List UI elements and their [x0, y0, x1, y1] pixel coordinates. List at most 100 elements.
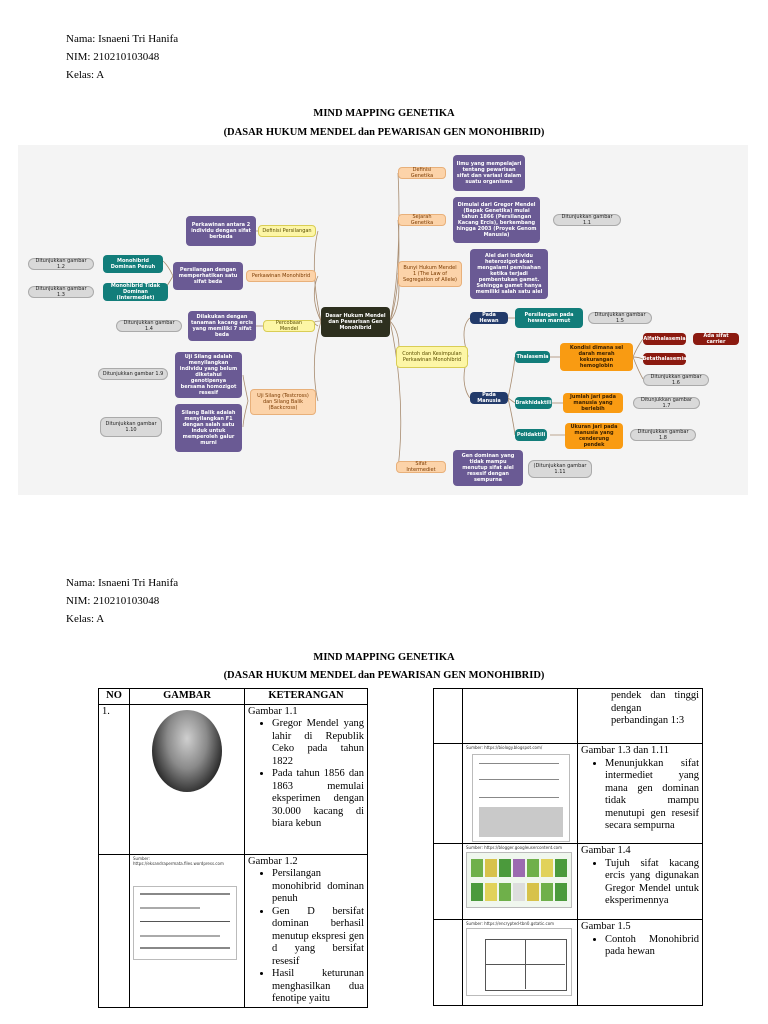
student-name: Nama: Isnaeni Tri Hanifa: [66, 577, 179, 589]
ref-gambar-1-6: Ditunjukkan gambar 1.6: [643, 374, 709, 386]
node-thalasemia: Thalasemia: [515, 351, 550, 363]
image-cell: Sumber: https://eksandrapermata.files.wo…: [129, 853, 245, 1008]
mind-map: Dasar Hukum Mendel dan Pewarisan Gen Mon…: [18, 145, 748, 495]
col-no: NO: [98, 688, 130, 705]
cross-diagram-image: [133, 885, 237, 960]
image-cell: [129, 703, 245, 855]
bullet: Persilangan monohibrid dominan penuh: [272, 868, 364, 906]
node-contoh-kesimpulan: Contoh dan Kesimpulan Perkawinan Monohib…: [396, 346, 468, 368]
ref-gambar-1-10: Ditunjukkan gambar 1.10: [100, 417, 162, 437]
node-brakhi-desc: Jumlah jari pada manusia yang berlebih: [563, 393, 623, 413]
node-pada-manusia: Pada Manusia: [470, 392, 508, 404]
node-definisi-persilangan: Definisi Persilangan: [258, 225, 316, 237]
page-subtitle-2: (DASAR HUKUM MENDEL dan PEWARISAN GEN MO…: [223, 670, 545, 681]
portrait-image: [152, 709, 222, 792]
student-class: Kelas: A: [66, 613, 105, 625]
node-polidaktili: Polidaktili: [515, 429, 547, 441]
page-title-1: MIND MAPPING GENETIKA: [313, 108, 455, 119]
page-subtitle-1: (DASAR HUKUM MENDEL dan PEWARISAN GEN MO…: [223, 127, 545, 138]
punnett-square-image: [466, 928, 572, 996]
table-row: Sumber: https://eksandrapermata.files.wo…: [98, 853, 368, 1008]
bullet: Pada tahun 1856 dan 1863 memulai eksperi…: [272, 768, 364, 831]
ref-gambar-1-9: Ditunjukkan gambar 1.9: [98, 368, 168, 380]
table-row: Sumber: https://blogger.googleuserconten…: [433, 843, 703, 920]
ref-gambar-1-8: Ditunjukkan gambar 1.8: [630, 429, 696, 441]
header-top: Nama: Isnaeni Tri Hanifa NIM: 2102101030…: [66, 30, 178, 84]
node-intermediet-desc: Gen dominan yang tidak mampu menutup sif…: [453, 450, 523, 486]
node-sejarah-genetika: Sejarah Genetika: [398, 214, 446, 226]
figure-title: Gambar 1.2: [248, 855, 298, 867]
bullet: Gen D bersifat dominan berhasil menutup …: [272, 906, 364, 969]
ref-gambar-1-11: (Ditunjukkan gambar 1.11: [528, 460, 592, 478]
ref-gambar-1-4: Ditunjukkan gambar 1.4: [116, 320, 182, 332]
node-uji-desc: Uji Silang adalah menyilangkan individu …: [175, 352, 242, 398]
node-mono-tidak-dominan: Monohibrid Tidak Dominan (Intermediet): [103, 283, 168, 301]
node-uji-silang: Uji Silang (Testcross) dan Silang Balik …: [250, 389, 316, 415]
node-definisi-genetika: Definisi Genetika: [398, 167, 446, 179]
description-cell: Gambar 1.1 Gregor Mendel yang lahir di R…: [244, 703, 368, 855]
node-sifat-intermediet: Sifat Intermediet: [396, 461, 446, 473]
col-keterangan: KETERANGAN: [244, 688, 368, 705]
node-pada-hewan: Pada Hewan: [470, 312, 508, 324]
page-title-2: MIND MAPPING GENETIKA: [313, 652, 455, 663]
image-source: Sumber: https://encrypted-tbn0.gstatic.c…: [466, 921, 555, 926]
table-row: pendek dan tinggi dengan perbandingan 1:…: [433, 688, 703, 744]
node-alfathalasemia: Alfathalasemia: [643, 333, 686, 345]
node-betathalasemia: Betathalasemia: [642, 353, 687, 365]
node-def-persilangan-desc: Perkawinan antara 2 individu dengan sifa…: [186, 216, 256, 246]
image-cell: Sumber: https://blogger.googleuserconten…: [462, 843, 578, 920]
node-bunyi-desc: Alel dari individu heterozigot akan meng…: [470, 249, 548, 299]
row-number: 1.: [98, 703, 130, 855]
node-brakhidaktili: Brakhidaktili: [515, 397, 552, 409]
node-thalasemia-desc: Kondisi dimana sel darah merah kekuranga…: [560, 343, 633, 371]
image-cell: Sumber: https://biology.blogspot.com/: [462, 743, 578, 844]
node-ada-sifat-carrier: Ada sifat carrier: [693, 333, 739, 345]
pea-traits-image: [466, 852, 572, 908]
col-gambar: GAMBAR: [129, 688, 245, 705]
description-cell: Gambar 1.3 dan 1.11 Menunjukkan sifat in…: [577, 743, 703, 844]
figure-title: Gambar 1.3 dan 1.11: [581, 745, 669, 756]
node-poli-desc: Ukuran jari pada manusia yang cenderung …: [565, 423, 623, 449]
node-persilangan-marmut: Persilangan pada hewan marmut: [515, 308, 583, 328]
node-persilangan-desc: Persilangan dengan memperhatikan satu si…: [173, 262, 243, 290]
node-mono-dominan-penuh: Monohibrid Dominan Penuh: [103, 255, 163, 273]
node-silang-balik-desc: Silang Balik adalah menyilangkan F1 deng…: [175, 404, 242, 452]
continued-text: pendek dan tinggi dengan perbandingan 1:…: [611, 690, 699, 726]
student-nim: NIM: 210210103048: [66, 51, 160, 63]
ref-gambar-1-3: Ditunjukkan gambar 1.3: [28, 286, 94, 298]
node-percobaan-mendel: Percobaan Mendel: [263, 320, 315, 332]
bullet: Contoh Monohibrid pada hewan: [605, 934, 699, 959]
node-percobaan-desc: Dilakukan dengan tanaman kacang ercis ya…: [188, 311, 256, 341]
bullet: Hasil keturunan menghasilkan dua fenotip…: [272, 968, 364, 1006]
description-cell: pendek dan tinggi dengan perbandingan 1:…: [577, 688, 703, 744]
student-class: Kelas: A: [66, 69, 105, 81]
node-bunyi-hukum: Bunyi Hukum Mendel 1 (The Law of Segrega…: [398, 261, 462, 287]
ref-gambar-1-5: Ditunjukkan gambar 1.5: [588, 312, 652, 324]
image-source: Sumber: https://blogger.googleuserconten…: [466, 845, 562, 850]
ref-gambar-1-1: Ditunjukkan gambar 1.1: [553, 214, 621, 226]
ref-gambar-1-2: Ditunjukkan gambar 1.2: [28, 258, 94, 270]
image-source: Sumber: https://biology.blogspot.com/: [466, 745, 543, 750]
ref-gambar-1-7: Ditunjukkan gambar 1.7: [633, 397, 700, 409]
table-row: 1. Gambar 1.1 Gregor Mendel yang lahir d…: [98, 703, 368, 855]
table-row: Sumber: https://biology.blogspot.com/ Ga…: [433, 743, 703, 844]
table-left: NO GAMBAR KETERANGAN 1. Gambar 1.1 Grego…: [98, 688, 368, 1008]
header-bottom: Nama: Isnaeni Tri Hanifa NIM: 2102101030…: [66, 574, 178, 628]
bullet: Menunjukkan sifat intermediet yang mana …: [605, 758, 699, 833]
node-sejarah-desc: Dimulai dari Gregor Mendel (Bapak Geneti…: [453, 197, 540, 243]
table-row: Sumber: https://encrypted-tbn0.gstatic.c…: [433, 919, 703, 1006]
student-name: Nama: Isnaeni Tri Hanifa: [66, 33, 179, 45]
student-nim: NIM: 210210103048: [66, 595, 160, 607]
figure-title: Gambar 1.1: [248, 705, 298, 717]
description-cell: Gambar 1.4 Tujuh sifat kacang ercis yang…: [577, 843, 703, 920]
description-cell: Gambar 1.2 Persilangan monohibrid domina…: [244, 853, 368, 1008]
center-node: Dasar Hukum Mendel dan Pewarisan Gen Mon…: [321, 307, 390, 337]
image-source: Sumber: https://eksandrapermata.files.wo…: [133, 855, 224, 866]
intermediate-diagram-image: [472, 754, 570, 842]
image-cell: Sumber: https://encrypted-tbn0.gstatic.c…: [462, 919, 578, 1006]
node-definisi-genetika-desc: Ilmu yang mempelajari tentang pewarisan …: [453, 155, 525, 191]
table-right: pendek dan tinggi dengan perbandingan 1:…: [433, 688, 703, 1006]
bullet: Tujuh sifat kacang ercis yang digunakan …: [605, 858, 699, 908]
description-cell: Gambar 1.5 Contoh Monohibrid pada hewan: [577, 919, 703, 1006]
figure-title: Gambar 1.4: [581, 845, 631, 856]
